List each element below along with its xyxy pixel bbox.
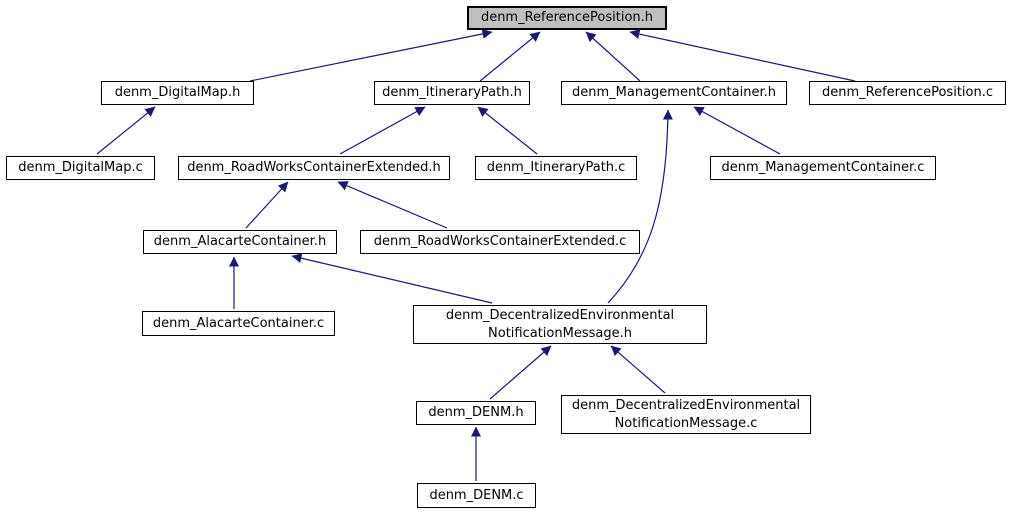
edge-digitalmap-h-to-referenceposition-h — [249, 28, 493, 82]
node-denm-managementcontainer-h[interactable]: denm_ManagementContainer.h — [561, 81, 787, 105]
edge-digitalmap-c-to-digitalmap-h — [96, 106, 156, 155]
node-denm-roadworkscontainerextended-c[interactable]: denm_RoadWorksContainerExtended.c — [360, 230, 640, 254]
edge-itinerarypath-h-to-referenceposition-h — [479, 31, 541, 82]
node-denm-decentralizedenvironmentalnotificationmessage-c[interactable]: denm_DecentralizedEnvironmental Notifica… — [561, 395, 811, 434]
node-denm-alacartecontainer-c[interactable]: denm_AlacarteContainer.c — [142, 311, 335, 336]
edge-denm-h-to-denm-message-h — [489, 345, 552, 400]
node-denm-digitalmap-c[interactable]: denm_DigitalMap.c — [6, 156, 155, 180]
edge-itinerarypath-c-to-itinerarypath-h — [477, 106, 538, 155]
edge-roadworkscontainerextended-c-to-roadworkscontainerextended-h — [337, 181, 448, 229]
edge-roadworkscontainerextended-h-to-itinerarypath-h — [339, 106, 426, 155]
node-denm-referenceposition-h[interactable]: denm_ReferencePosition.h — [467, 6, 667, 30]
edge-referenceposition-c-to-referenceposition-h — [629, 29, 856, 82]
node-denm-alacartecontainer-h[interactable]: denm_AlacarteContainer.h — [143, 230, 337, 254]
node-denm-managementcontainer-c[interactable]: denm_ManagementContainer.c — [710, 156, 936, 180]
edge-managementcontainer-c-to-managementcontainer-h — [693, 106, 781, 155]
node-denm-referenceposition-c[interactable]: denm_ReferencePosition.c — [809, 81, 1006, 105]
edge-denm-message-c-to-denm-message-h — [610, 345, 666, 394]
node-denm-digitalmap-h[interactable]: denm_DigitalMap.h — [101, 81, 254, 105]
edge-denm-message-h-to-alacartecontainer-h — [291, 253, 493, 304]
edge-denm-message-h-to-managementcontainer-h — [607, 109, 673, 304]
node-denm-denm-c[interactable]: denm_DENM.c — [417, 483, 536, 508]
edge-managementcontainer-h-to-referenceposition-h — [585, 31, 641, 82]
node-denm-denm-h[interactable]: denm_DENM.h — [416, 401, 536, 425]
edge-alacartecontainer-h-to-roadworkscontainerextended-h — [245, 181, 289, 229]
node-denm-itinerarypath-h[interactable]: denm_ItineraryPath.h — [374, 81, 530, 105]
node-denm-decentralizedenvironmentalnotificationmessage-h[interactable]: denm_DecentralizedEnvironmental Notifica… — [413, 305, 707, 344]
node-denm-itinerarypath-c[interactable]: denm_ItineraryPath.c — [475, 156, 637, 180]
node-denm-roadworkscontainerextended-h[interactable]: denm_RoadWorksContainerExtended.h — [178, 156, 450, 180]
